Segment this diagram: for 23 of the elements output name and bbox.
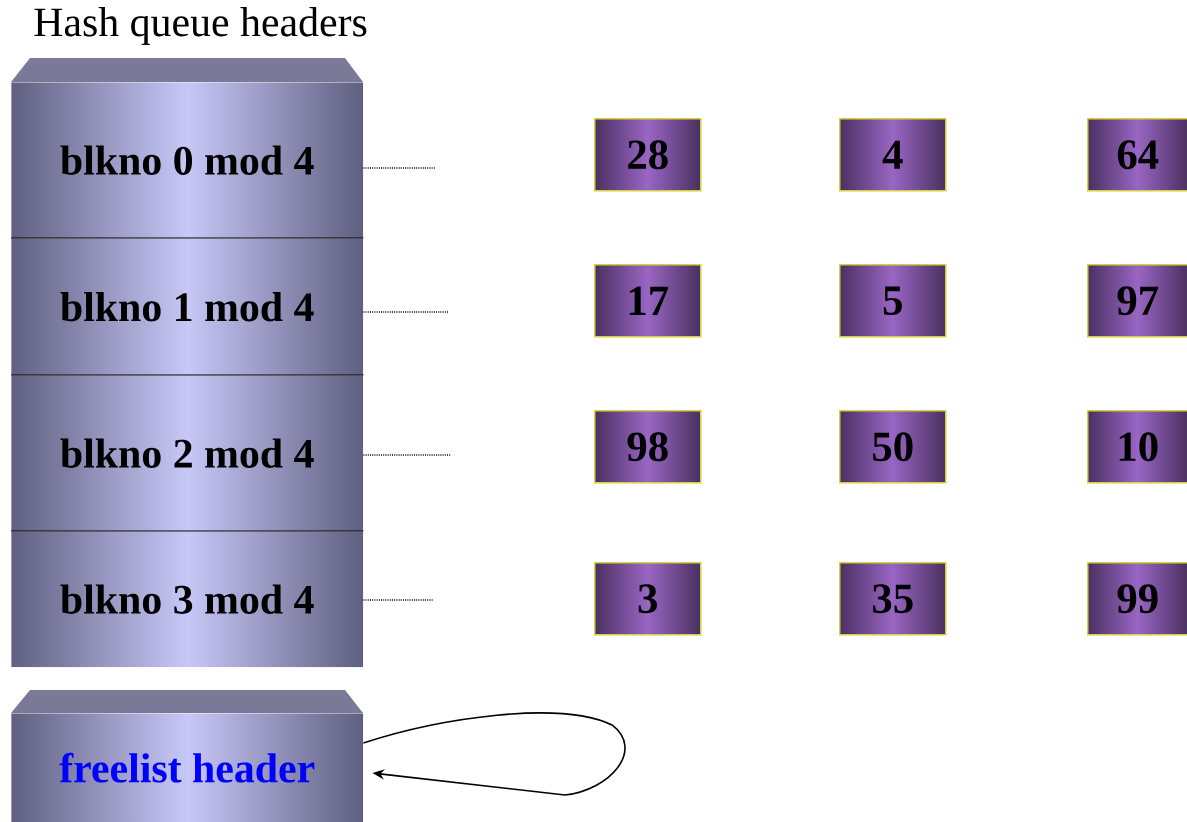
buffer-box: 99 [1087, 562, 1187, 636]
buffer-box: 5 [839, 264, 947, 338]
title: Hash queue headers [34, 7, 367, 45]
freelist-header-box: freelist header [11, 690, 364, 822]
buffer-box: 35 [839, 562, 947, 636]
buffer-box: 4 [839, 118, 947, 192]
buffer-box: 3 [594, 562, 702, 636]
dotted-line [362, 599, 434, 601]
queue-header-row: blkno 2 mod 4 [10, 374, 364, 468]
dotted-line [362, 311, 450, 313]
buffer-box: 50 [839, 410, 947, 484]
loop-arrow [362, 712, 626, 796]
buffer-box: 97 [1087, 264, 1187, 338]
buffer-box: 17 [594, 264, 702, 338]
dotted-line [362, 454, 452, 456]
queue-header-row: blkno 3 mod 4 [10, 530, 364, 614]
buffer-box: 28 [594, 118, 702, 192]
queue-header-row: blkno 1 mod 4 [10, 237, 364, 322]
buffer-box: 98 [594, 410, 702, 484]
queue-header-row: blkno 0 mod 4 [11, 58, 364, 239]
buffer-box: 64 [1087, 118, 1187, 192]
buffer-box: 10 [1087, 410, 1187, 484]
dotted-line [362, 167, 436, 169]
